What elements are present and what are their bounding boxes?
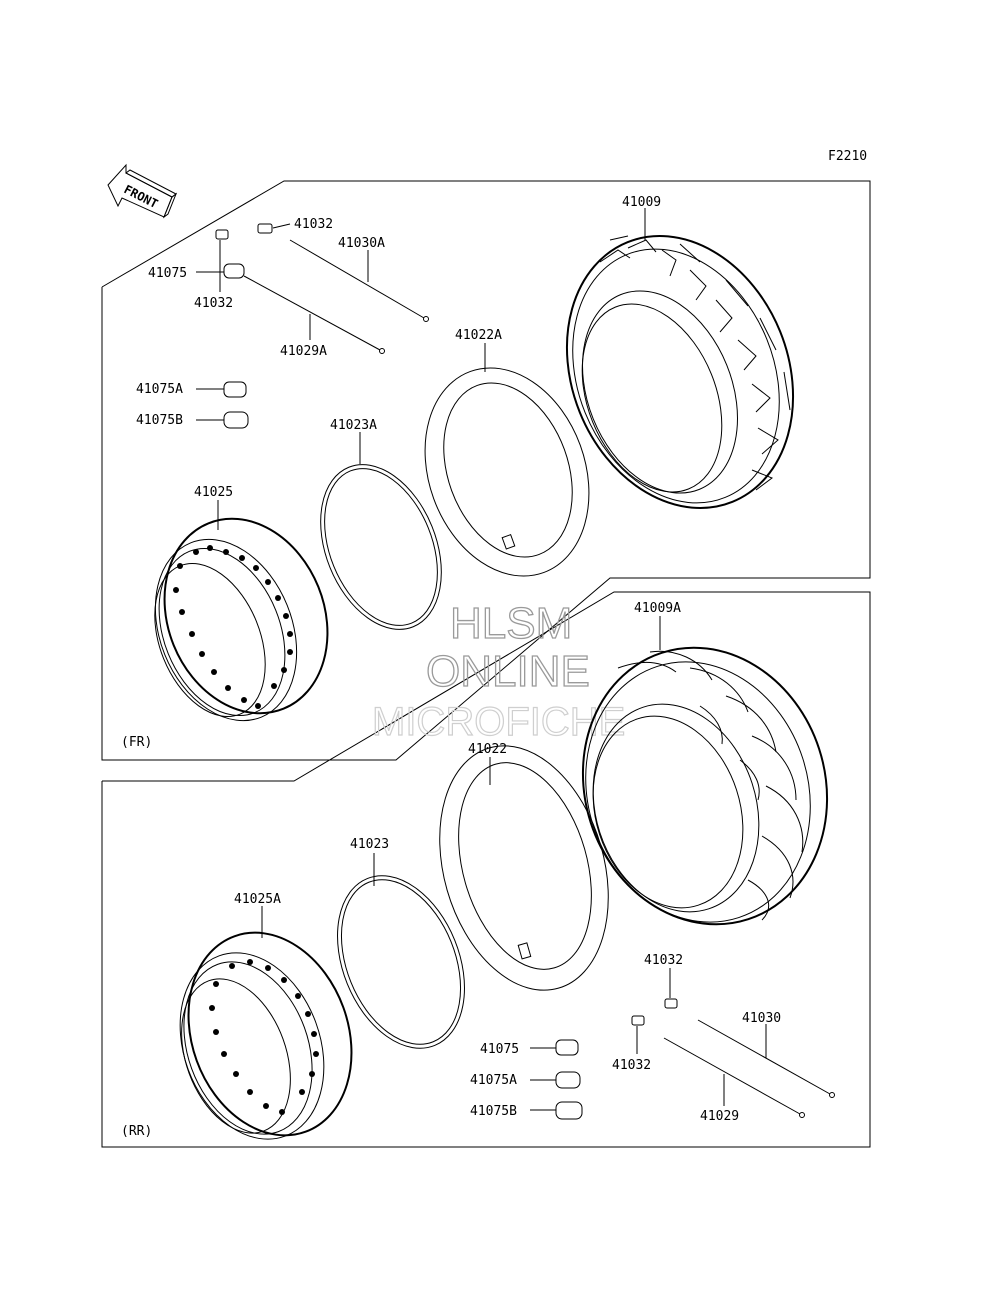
label-41030A: 41030A	[338, 236, 385, 251]
label-41023: 41023	[350, 837, 389, 852]
rear-balance-weight-b	[555, 1101, 583, 1120]
label-41022: 41022	[468, 742, 507, 757]
label-41075B-front: 41075B	[136, 413, 183, 428]
rear-spoke-41030	[697, 1019, 835, 1098]
label-41023A: 41023A	[330, 418, 377, 433]
front-balance-weight-a	[223, 381, 247, 398]
label-41025A: 41025A	[234, 892, 281, 907]
front-arrow-icon: FRONT	[107, 163, 178, 219]
label-41032-rear-bottom: 41032	[612, 1058, 651, 1073]
label-41032-front-top: 41032	[294, 217, 333, 232]
label-41075A-rear: 41075A	[470, 1073, 517, 1088]
rear-rim-band	[337, 875, 465, 1049]
section-label-front: (FR)	[121, 735, 152, 750]
watermark-line2: ONLINE	[426, 647, 590, 696]
rear-spoke-41029	[663, 1037, 805, 1118]
figure-code: F2210	[828, 149, 867, 164]
front-balance-weight	[223, 263, 245, 279]
rear-nipple-right	[664, 998, 678, 1009]
rear-tire	[581, 646, 829, 926]
rear-section-border	[101, 591, 871, 1148]
rear-tube	[439, 745, 609, 991]
label-41022A: 41022A	[455, 328, 502, 343]
label-41032-front-left: 41032	[194, 296, 233, 311]
front-rim	[154, 517, 329, 722]
label-41029: 41029	[700, 1109, 739, 1124]
label-41075-front: 41075	[148, 266, 187, 281]
rear-balance-weight-a	[555, 1071, 581, 1089]
rear-balance-weight	[555, 1039, 579, 1056]
front-rim-band	[320, 464, 442, 630]
rear-nipple-left	[631, 1015, 645, 1026]
front-section-border	[101, 180, 871, 761]
label-41032-rear-top: 41032	[644, 953, 683, 968]
watermark-line1: HLSM	[450, 599, 572, 648]
label-41030: 41030	[742, 1011, 781, 1026]
label-41009A: 41009A	[634, 601, 681, 616]
label-41025: 41025	[194, 485, 233, 500]
front-tire	[565, 235, 795, 509]
watermark-line3: MICROFICHE	[372, 700, 625, 744]
front-spoke-41030A	[289, 239, 429, 322]
rear-rim	[179, 931, 353, 1140]
front-nipple-top	[257, 223, 273, 234]
label-41029A: 41029A	[280, 344, 327, 359]
label-41075-rear: 41075	[480, 1042, 519, 1057]
label-41075A-front: 41075A	[136, 382, 183, 397]
front-balance-weight-b	[223, 411, 249, 429]
section-label-rear: (RR)	[121, 1124, 152, 1139]
front-nipple-left	[215, 229, 229, 240]
label-41009: 41009	[622, 195, 661, 210]
label-41075B-rear: 41075B	[470, 1104, 517, 1119]
front-spoke-41029A	[243, 275, 385, 354]
front-tube	[424, 367, 590, 577]
